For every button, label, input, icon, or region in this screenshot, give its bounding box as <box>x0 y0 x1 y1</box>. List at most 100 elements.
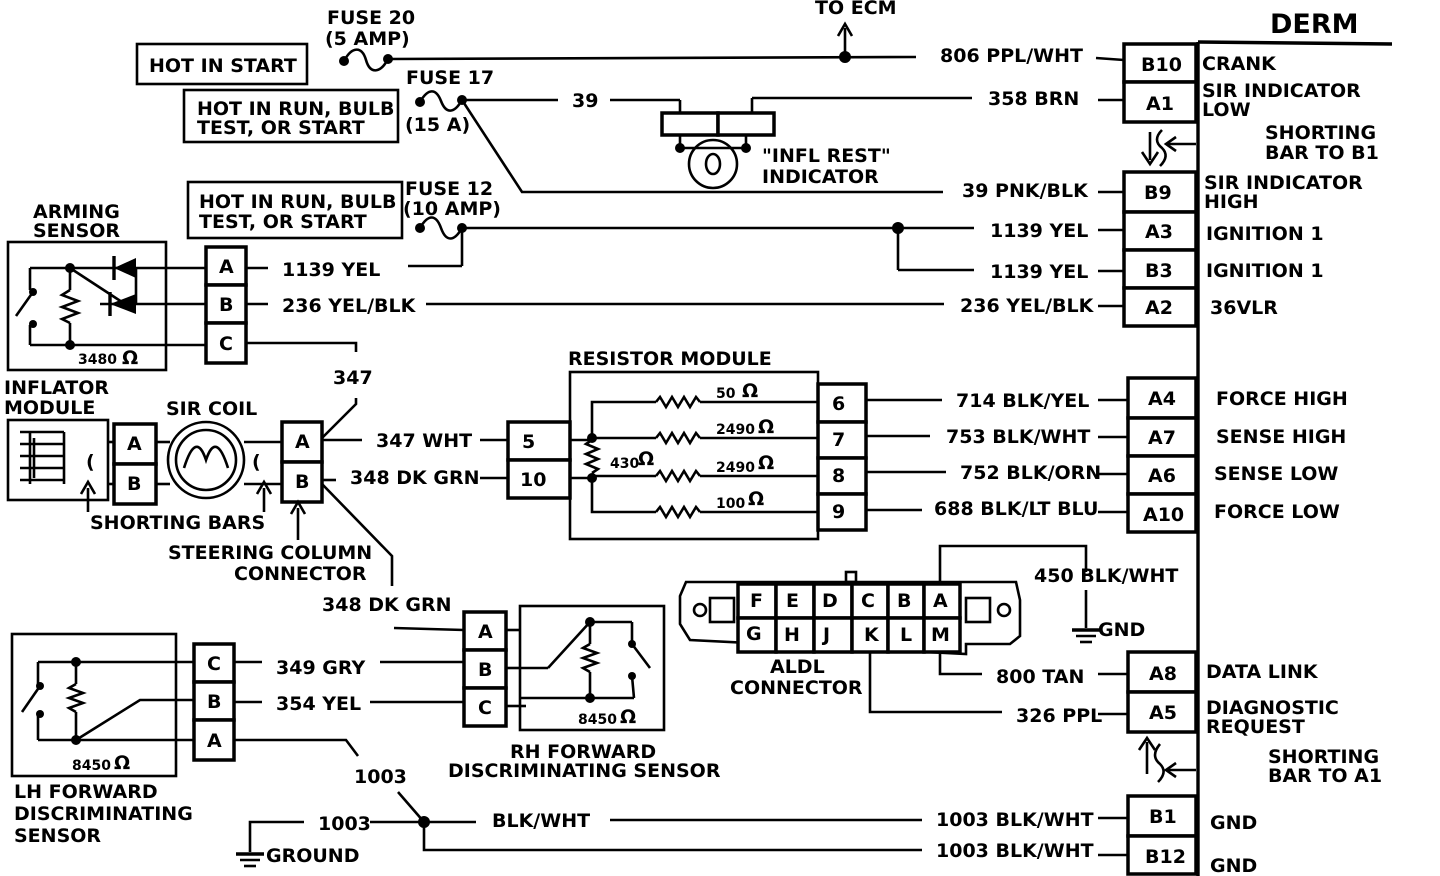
diagram-label: 1003 BLK/WHT <box>936 809 1094 831</box>
diagram-label: (15 A) <box>405 114 470 136</box>
diagram-label: 8 <box>832 465 845 487</box>
diagram-label: B10 <box>1141 54 1182 76</box>
diagram-label: 8450 <box>578 712 617 728</box>
diagram-label: SENSOR <box>33 220 120 242</box>
diagram-label: SENSE LOW <box>1214 463 1338 485</box>
diagram-label: 1003 <box>318 813 371 835</box>
diagram-label: 1139 YEL <box>282 259 380 281</box>
diagram-label: Ω <box>748 488 764 510</box>
diagram-label: 9 <box>832 501 845 523</box>
diagram-label: 348 DK GRN <box>350 467 480 489</box>
diagram-label: B3 <box>1145 260 1173 282</box>
aldl-connector: F E D C B A G H J K L M ALDL CONNECTOR 4… <box>678 544 1178 727</box>
derm-pin-a3: A3 IGNITION 1 <box>1122 210 1324 252</box>
diagram-label: B <box>478 659 492 681</box>
diagram-label: A <box>127 433 142 455</box>
diagram-label: GND <box>1098 619 1145 641</box>
diagram-label: 1139 YEL <box>990 220 1088 242</box>
hot-in-run-box-2: HOT IN RUN, BULB TEST, OR START <box>186 180 404 240</box>
diagram-label: SHORTING BARS <box>90 512 265 534</box>
diagram-label: M <box>931 624 950 646</box>
diagram-label: SIR INDICATOR <box>1204 172 1363 194</box>
infl-rest-indicator: "INFL REST" INDICATOR <box>660 111 891 190</box>
hot-in-run-box-1: HOT IN RUN, BULB TEST, OR START <box>182 88 400 144</box>
aldl-pins: F E D C B A G H J K L M <box>736 582 962 654</box>
arming-sensor: ARMING SENSOR 3480 Ω A B C 1139 YEL <box>6 201 1124 439</box>
diagram-label: SHORTING <box>1265 122 1376 144</box>
diagram-label: 326 PPL <box>1016 705 1102 727</box>
diagram-label: E <box>786 590 799 612</box>
derm-pin-a10: A10 FORCE LOW <box>1126 492 1340 534</box>
diagram-label: G <box>746 623 762 645</box>
diagram-label: A2 <box>1145 297 1173 319</box>
diagram-label: (10 AMP) <box>403 198 501 220</box>
diagram-label: 1003 BLK/WHT <box>936 840 1094 862</box>
diagram-label: 349 GRY <box>276 657 365 679</box>
diagram-label: B <box>295 471 309 493</box>
diagram-label: A <box>933 590 948 612</box>
diagram-label: J <box>821 624 830 646</box>
diagram-label: HOT IN RUN, BULB <box>199 191 397 213</box>
diagram-label: 688 BLK/LT BLU <box>934 498 1098 520</box>
diagram-label: Ω <box>122 347 138 369</box>
diagram-label: 347 WHT <box>376 430 472 452</box>
diagram-label: A1 <box>1146 93 1174 115</box>
diagram-label: A8 <box>1149 663 1177 685</box>
diagram-label: TO ECM <box>815 0 897 19</box>
diagram-label: H <box>784 624 800 646</box>
diagram-label: DISCRIMINATING <box>14 803 193 825</box>
diagram-label: DIAGNOSTIC <box>1206 697 1339 719</box>
derm-title: DERM <box>1270 9 1359 40</box>
diagram-label: 450 BLK/WHT <box>1034 565 1178 587</box>
diagram-label: GND <box>1210 812 1257 834</box>
diagram-label: 7 <box>832 429 845 451</box>
diagram-label: Ω <box>742 380 758 402</box>
derm-pin-a2: A2 36VLR <box>1122 286 1278 328</box>
diagram-label: INDICATOR <box>762 166 879 188</box>
diagram-label: ( <box>86 451 95 473</box>
diagram-label: 1003 <box>354 766 407 788</box>
diagram-label: 752 BLK/ORN <box>960 462 1101 484</box>
derm-pin-a6: A6 SENSE LOW <box>1126 454 1338 496</box>
diagram-label: B9 <box>1144 182 1172 204</box>
diagram-label: L <box>900 624 912 646</box>
fuse-17: FUSE 17 (15 A) 39 39 PNK/BLK <box>405 67 1124 202</box>
diagram-label: 348 DK GRN <box>322 594 452 616</box>
shorting-bar-a1: SHORTING BAR TO A1 <box>1137 735 1382 787</box>
diagram-label: ALDL <box>770 656 825 678</box>
diagram-label: 800 TAN <box>996 666 1084 688</box>
hot-in-start-box: HOT IN START <box>135 42 309 86</box>
diagram-label: 236 YEL/BLK <box>960 295 1095 317</box>
diagram-label: BAR TO B1 <box>1265 142 1379 164</box>
diagram-label: A <box>478 621 493 643</box>
derm: DERM B10 CRANK A1 SIR INDICATOR LOW B9 S… <box>1122 9 1393 876</box>
fuse-20: FUSE 20 (5 AMP) TO ECM 806 PPL/WHT <box>325 0 1125 72</box>
resistor-module: RESISTOR MODULE 5 10 6 7 8 9 50 Ω 2490 <box>506 348 1128 541</box>
diagram-label: B1 <box>1149 806 1177 828</box>
diagram-label: REQUEST <box>1206 716 1305 738</box>
diagram-label: A7 <box>1148 427 1176 449</box>
shorting-bar-b1: SHORTING BAR TO B1 <box>1140 122 1379 167</box>
diagram-label: 10 <box>520 469 546 491</box>
diagram-label: A4 <box>1148 388 1176 410</box>
derm-pin-b3: B3 IGNITION 1 <box>1122 248 1324 290</box>
ground-circuit: BLK/WHT 1003 BLK/WHT 1003 BLK/WHT 1003 G… <box>236 791 1128 868</box>
diagram-label: A3 <box>1145 221 1173 243</box>
diagram-label: C <box>219 333 233 355</box>
diagram-label: FUSE 20 <box>327 7 415 29</box>
fuse-12: FUSE 12 (10 AMP) 1139 YEL 1139 YEL <box>403 178 1124 283</box>
diagram-label: LH FORWARD <box>14 781 158 803</box>
diagram-label: HOT IN START <box>149 55 297 77</box>
diagram-label: RESISTOR MODULE <box>568 348 772 370</box>
diagram-label: TEST, OR START <box>197 117 365 139</box>
lh-forward-sensor: C B A 8450 Ω LH FORWARD DISCRIMINATING S… <box>10 632 464 847</box>
diagram-label: IGNITION 1 <box>1206 260 1324 282</box>
diagram-label: SIR COIL <box>166 398 257 420</box>
diagram-label: FORCE HIGH <box>1216 388 1348 410</box>
diagram-label: HIGH <box>1204 191 1258 213</box>
diagram-label: 50 <box>716 386 736 402</box>
diagram-label: SENSOR <box>14 825 101 847</box>
diagram-label: B <box>207 691 221 713</box>
diagram-label: "INFL REST" <box>762 145 891 167</box>
